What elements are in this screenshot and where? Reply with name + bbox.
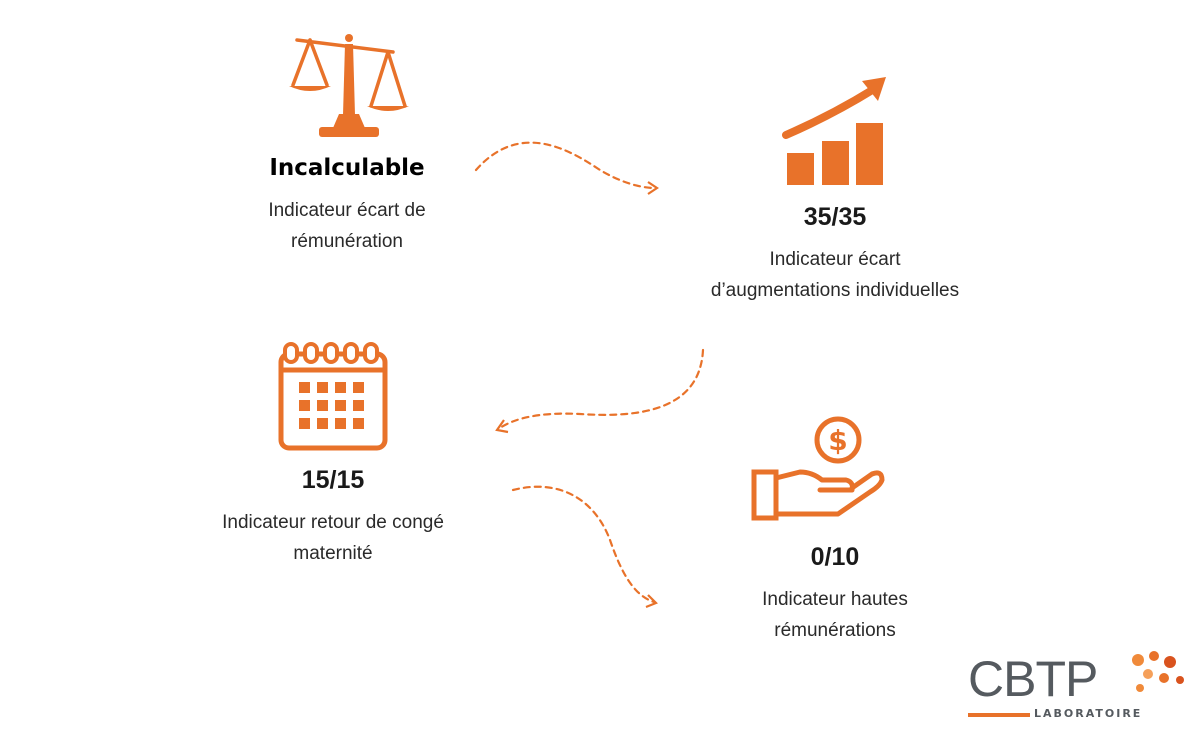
indicator-value: 15/15 bbox=[301, 466, 365, 494]
svg-text:$: $ bbox=[828, 424, 847, 457]
logo-subtitle: LABORATOIRE bbox=[1034, 707, 1143, 720]
growth-chart-icon bbox=[782, 77, 886, 185]
indicator-high-pay: 0/10 Indicateur hautes rémunérations bbox=[685, 542, 985, 646]
calendar-icon bbox=[278, 342, 388, 451]
cbtp-logo: CBTP LABORATOIRE bbox=[964, 650, 1190, 726]
logo-wordmark: CBTP bbox=[968, 651, 1098, 707]
money-hand-icon: $ bbox=[751, 416, 885, 521]
indicator-value: Incalculable bbox=[269, 155, 425, 181]
indicator-label: Indicateur hautes rémunérations bbox=[762, 589, 908, 641]
indicator-value: 0/10 bbox=[810, 543, 860, 571]
logo-underline bbox=[968, 713, 1030, 717]
indicator-pay-gap: Incalculable Indicateur écart de rémunér… bbox=[197, 153, 497, 257]
indicator-maternity: 15/15 Indicateur retour de congé materni… bbox=[183, 465, 483, 569]
indicator-raise-gap: 35/35 Indicateur écart d’augmentations i… bbox=[685, 202, 985, 306]
indicator-label: Indicateur retour de congé maternité bbox=[222, 512, 444, 564]
indicator-label: Indicateur écart d’augmentations individ… bbox=[710, 249, 960, 301]
logo-dots-icon bbox=[1132, 651, 1184, 692]
scales-icon bbox=[289, 34, 409, 137]
indicator-label: Indicateur écart de rémunération bbox=[268, 200, 426, 252]
indicator-value: 35/35 bbox=[803, 203, 867, 231]
